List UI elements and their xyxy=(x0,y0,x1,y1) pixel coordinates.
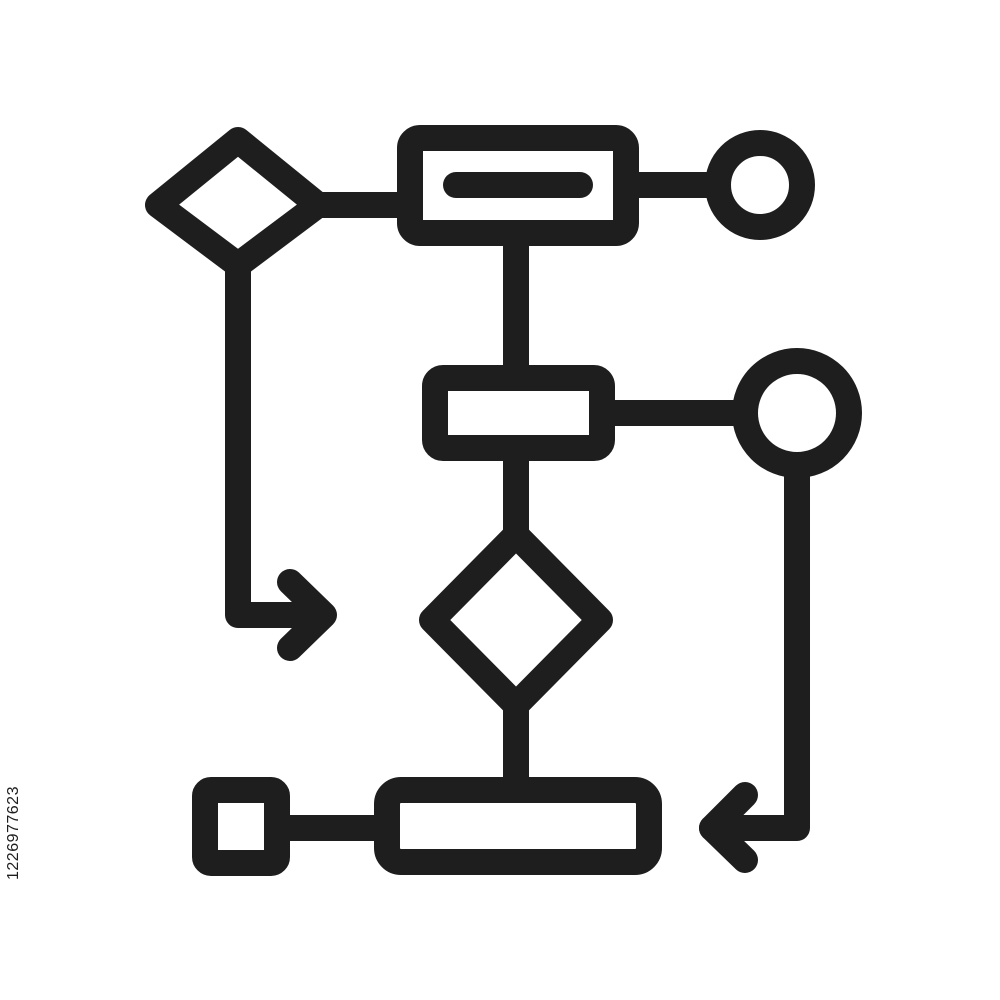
arrow-head-right-icon xyxy=(277,569,337,661)
arrow-head-left-icon xyxy=(699,782,758,873)
terminal-circle-large xyxy=(732,348,862,478)
process-box-bottom xyxy=(374,777,662,875)
stock-image-id: 1226977623 xyxy=(5,786,22,880)
small-square xyxy=(192,777,290,876)
flow-path-left xyxy=(225,252,333,628)
flow-path-right xyxy=(699,452,810,841)
decision-diamond-bottom xyxy=(419,522,613,718)
decision-diamond-top xyxy=(145,127,331,278)
terminal-circle-small xyxy=(705,130,815,240)
